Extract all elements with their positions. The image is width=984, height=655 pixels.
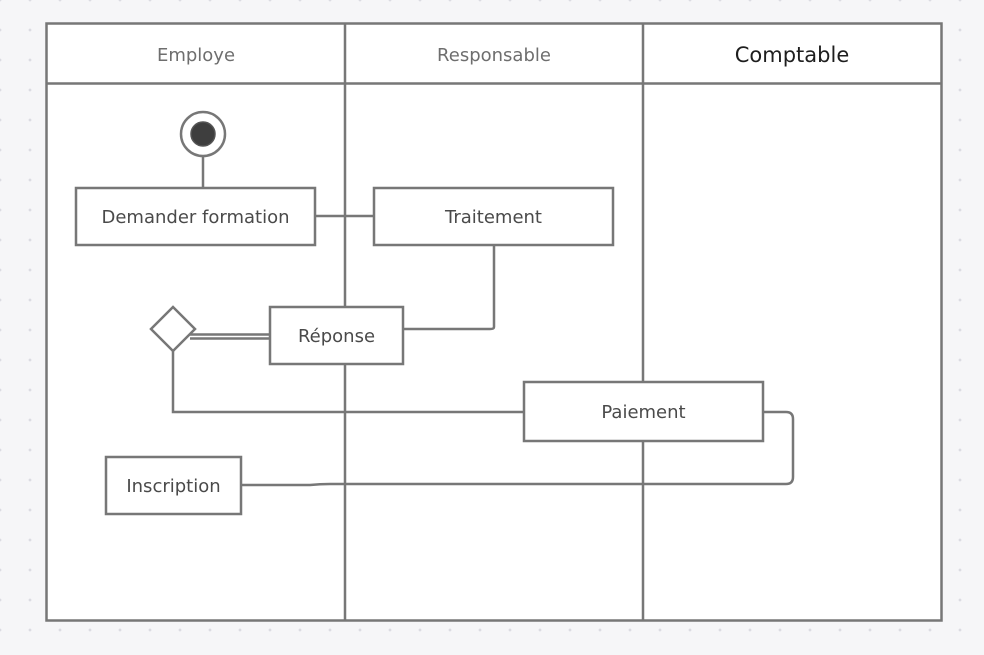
flow-traitement-to-reponse	[403, 245, 496, 331]
action-demander-formation: Demander formation	[74, 186, 317, 247]
action-traitement-label: Traitement	[444, 207, 542, 228]
action-inscription: Inscription	[104, 455, 243, 516]
connectors	[171, 157, 795, 487]
action-inscription-label: Inscription	[126, 476, 220, 497]
action-demander-formation-label: Demander formation	[101, 207, 289, 228]
lane-header-comptable: Comptable	[735, 43, 850, 67]
action-reponse: Réponse	[268, 305, 405, 366]
action-paiement-label: Paiement	[601, 402, 685, 423]
decision-node	[149, 305, 197, 353]
flow-paiement-to-inscription	[241, 410, 795, 487]
lane-header-responsable: Responsable	[437, 45, 551, 66]
flow-decision-to-paiement	[171, 351, 524, 414]
action-reponse-label: Réponse	[298, 326, 375, 347]
lane-header-employe: Employe	[157, 45, 235, 66]
initial-node	[179, 110, 227, 158]
action-paiement: Paiement	[522, 380, 765, 443]
action-traitement: Traitement	[372, 186, 615, 247]
